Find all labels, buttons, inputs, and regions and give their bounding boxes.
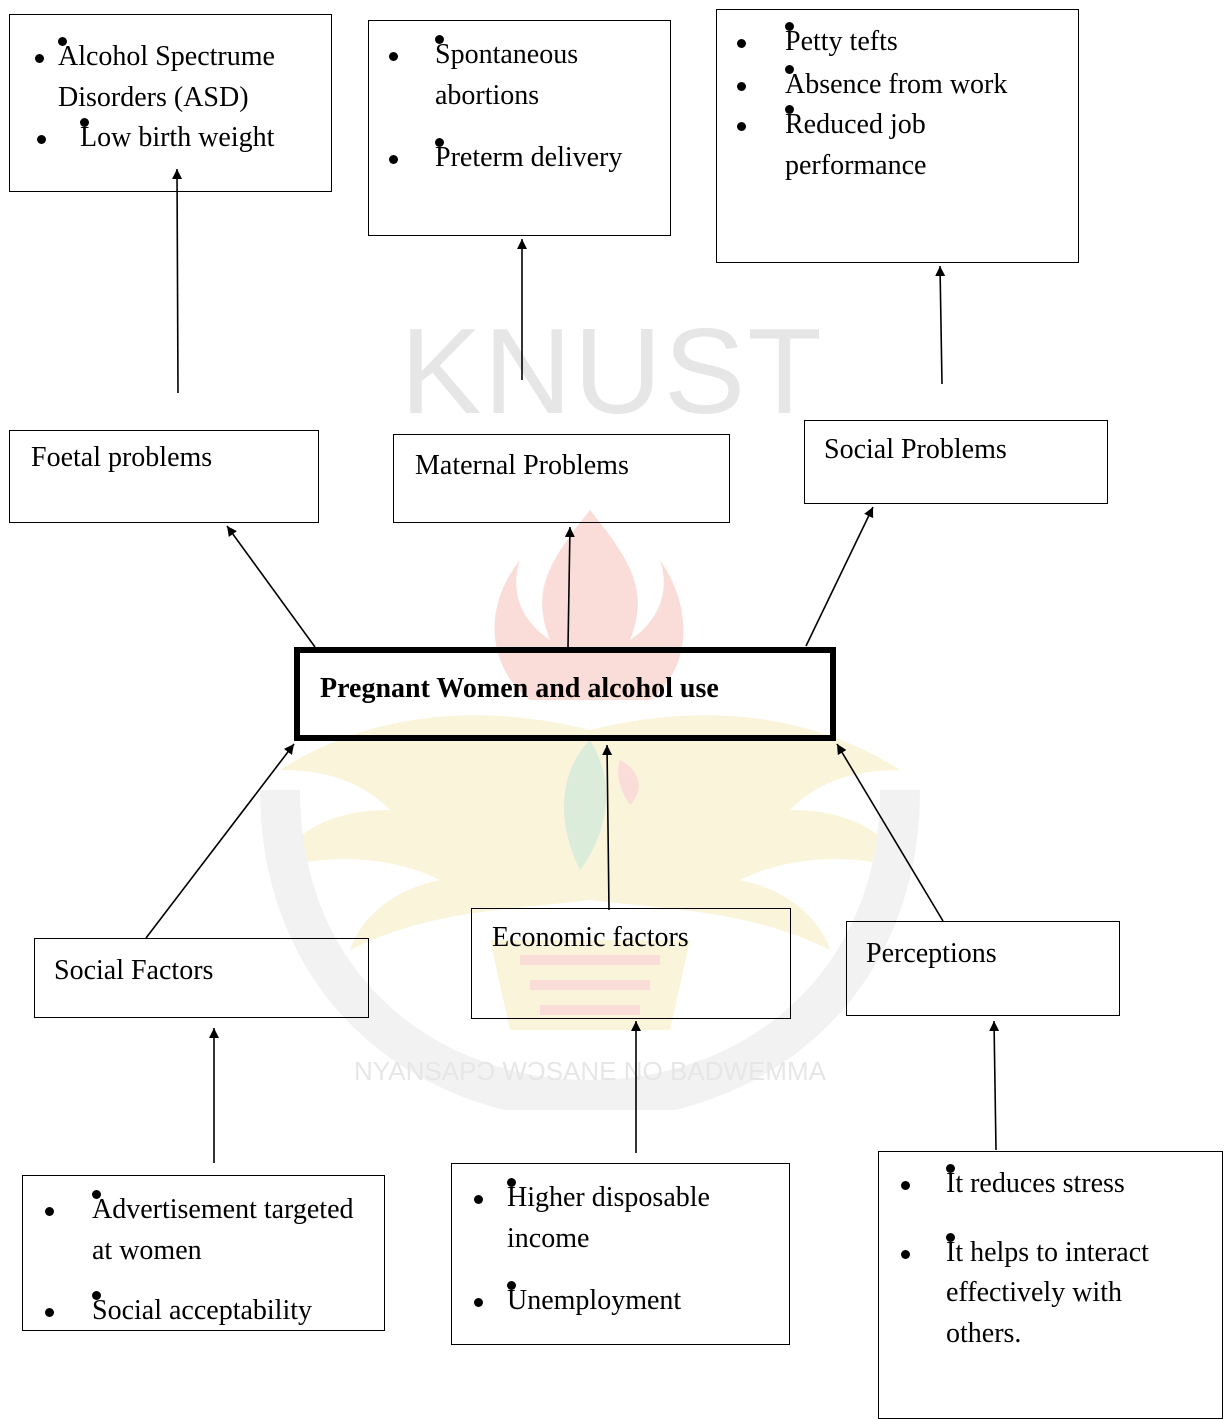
maternal-details-box: Spontaneous abortions Preterm delivery [368, 20, 671, 236]
social-factors-label: Social Factors [54, 955, 214, 986]
social-problems-item-3: Reduced job performance [785, 109, 927, 181]
social-problems-details-box: Petty tefts Absence from work Reduced jo… [716, 9, 1079, 263]
social-problems-item-1: Petty tefts [785, 26, 898, 57]
arrow-perceptiondetails-to-perceptions [989, 1020, 1000, 1151]
foetal-details-box: Alcohol Spectrume Disorders (ASD) Low bi… [9, 14, 332, 192]
foetal-item-1: Alcohol Spectrume Disorders (ASD) [58, 41, 275, 113]
center-topic-label: Pregnant Women and alcohol use [320, 673, 719, 704]
foetal-problems-label: Foetal problems [31, 442, 213, 473]
list-item: Preterm delivery [369, 138, 670, 179]
watermark-text: KNUST [400, 303, 824, 439]
arrow-social-to-details [935, 265, 946, 385]
social-problems-box: Social Problems [804, 420, 1108, 504]
perceptions-details-box: It reduces stress It helps to interact e… [878, 1151, 1223, 1419]
list-item: Social acceptability [23, 1291, 384, 1332]
watermark-motto: NYANSAPƆ WƆSANE NO BADWEMMA [354, 1056, 827, 1086]
maternal-item-1: Spontaneous abortions [435, 39, 579, 111]
list-item: Absence from work [717, 64, 1078, 106]
arrow-economic-to-center [602, 744, 613, 911]
foetal-problems-box: Foetal problems [9, 430, 319, 523]
arrow-socialfactors-to-center [145, 743, 295, 939]
university-crest-watermark: NYANSAPƆ WƆSANE NO BADWEMMA [260, 510, 920, 1110]
social-factors-item-1: Advertisement targeted at women [92, 1194, 354, 1266]
maternal-problems-box: Maternal Problems [393, 434, 730, 523]
list-item: Spontaneous abortions [369, 35, 670, 116]
list-item: Advertisement targeted at women [23, 1190, 384, 1271]
maternal-problems-label: Maternal Problems [415, 450, 629, 481]
arrow-center-to-maternal [564, 526, 575, 648]
perceptions-box: Perceptions [846, 921, 1120, 1016]
economic-factors-label: Economic factors [492, 922, 689, 953]
arrow-center-to-foetal [226, 525, 316, 648]
maternal-item-2: Preterm delivery [435, 142, 623, 174]
foetal-item-2: Low birth weight [80, 122, 275, 154]
perceptions-label: Perceptions [866, 938, 997, 969]
list-item: It reduces stress [879, 1164, 1222, 1205]
list-item: It helps to interact effectively with ot… [879, 1232, 1222, 1355]
list-item: Petty tefts [717, 22, 1078, 63]
arrow-foetal-to-details [172, 168, 183, 394]
center-topic-box: Pregnant Women and alcohol use [294, 647, 836, 741]
list-item: Reduced job performance [717, 105, 1078, 186]
arrow-center-to-social [805, 506, 874, 647]
economic-factors-box: Economic factors [471, 908, 791, 1019]
social-factors-details-box: Advertisement targeted at women Social a… [22, 1175, 385, 1331]
economic-factors-details-box: Higher disposable income Unemployment [451, 1163, 790, 1345]
social-factors-item-2: Social acceptability [92, 1295, 313, 1327]
list-item: Unemployment [452, 1281, 789, 1322]
arrow-perceptions-to-center [836, 743, 944, 922]
social-problems-item-2: Absence from work [785, 68, 1008, 100]
economic-item-2: Unemployment [507, 1285, 682, 1317]
list-item: Alcohol Spectrume Disorders (ASD) [10, 37, 331, 118]
list-item: Low birth weight [10, 118, 331, 159]
list-item: Higher disposable income [452, 1178, 789, 1259]
social-factors-box: Social Factors [34, 938, 369, 1018]
social-problems-label: Social Problems [824, 434, 1007, 465]
perceptions-item-1: It reduces stress [946, 1168, 1125, 1199]
economic-item-1: Higher disposable income [507, 1182, 710, 1254]
perceptions-item-2: It helps to interact effectively with ot… [946, 1236, 1149, 1349]
